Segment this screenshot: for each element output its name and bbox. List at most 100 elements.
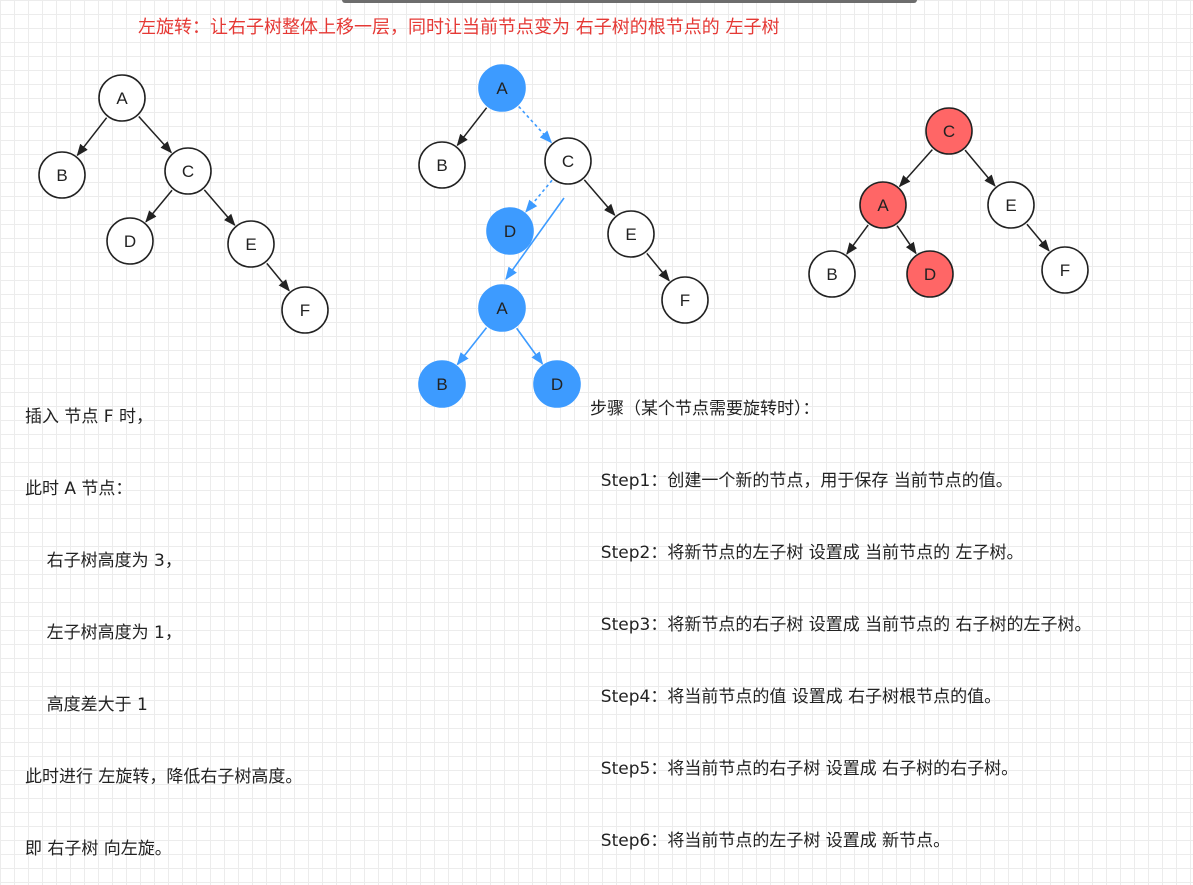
steps-caption: 步骤（某个节点需要旋转时）： Step1：创建一个新的节点，用于保存 当前节点的… xyxy=(590,349,1092,877)
left-caption-line: 右子树高度为 3， xyxy=(25,551,182,571)
diagram-title: 左旋转：让右子树整体上移一层，同时让当前节点变为 右子树的根节点的 左子树 xyxy=(138,17,780,38)
tree-node: D xyxy=(486,207,534,255)
tree-node-circle xyxy=(486,207,534,255)
tree-node-label: B xyxy=(56,166,67,185)
tree-node-circle xyxy=(544,137,592,185)
tree-edge-arrow xyxy=(964,149,996,187)
tree-edge-arrow xyxy=(266,262,290,292)
tree-node-circle xyxy=(987,181,1035,229)
tree-node-label: A xyxy=(877,196,889,215)
tree-node-label: D xyxy=(124,232,136,251)
tree-node: D xyxy=(106,217,154,265)
tree-node-label: D xyxy=(504,222,516,241)
tree-node-label: F xyxy=(680,291,690,310)
left-caption: 插入 节点 F 时， 此时 A 节点： 右子树高度为 3， 左子树高度为 1， … xyxy=(25,357,302,885)
tree-node: E xyxy=(987,181,1035,229)
tree-node-label: E xyxy=(625,225,636,244)
tree-node-label: C xyxy=(562,152,574,171)
left-caption-line: 插入 节点 F 时， xyxy=(25,407,153,427)
rotation-diagram-canvas: A B C D E F A B C D E F A B D C A E B D F xyxy=(38,64,1089,408)
tree-node-circle xyxy=(607,210,655,258)
tree-edge-arrow xyxy=(646,252,670,282)
steps-caption-line: Step5：将当前节点的右子树 设置成 右子树的右子树。 xyxy=(590,759,1019,779)
tree-edge-arrow xyxy=(846,224,869,255)
tree-edge-arrow xyxy=(1026,223,1050,252)
tree-node: B xyxy=(808,250,856,298)
tree-edge-arrow xyxy=(145,189,173,223)
tree-node: B xyxy=(38,151,86,199)
tree-node: C xyxy=(164,147,212,195)
tree-node-circle xyxy=(906,250,954,298)
left-caption-line: 即 右子树 向左旋。 xyxy=(25,839,172,859)
tree-node-circle xyxy=(478,284,526,332)
tree-node-label: D xyxy=(551,375,563,394)
steps-caption-heading: 步骤（某个节点需要旋转时）： xyxy=(590,399,820,419)
tree-node-circle xyxy=(98,74,146,122)
tree-node: B xyxy=(418,141,466,189)
tree-node: D xyxy=(533,360,581,408)
tree-edge-arrow xyxy=(76,117,108,157)
steps-caption-line: Step2：将新节点的左子树 设置成 当前节点的 左子树。 xyxy=(590,543,1024,563)
tree-node-circle xyxy=(38,151,86,199)
tree-edge-arrow xyxy=(518,106,553,144)
left-caption-line: 此时进行 左旋转，降低右子树高度。 xyxy=(25,767,303,787)
tree-node: B xyxy=(418,360,466,408)
tree-node-label: B xyxy=(436,375,447,394)
tree-node-circle xyxy=(859,181,907,229)
left-caption-line: 左子树高度为 1， xyxy=(25,623,182,643)
tree-edge-arrow xyxy=(898,149,933,188)
tree-node-label: A xyxy=(496,79,508,98)
tree-node: C xyxy=(544,137,592,185)
tree-node: E xyxy=(607,210,655,258)
tree-node: A xyxy=(98,74,146,122)
tree-node-circle xyxy=(808,250,856,298)
tree-edge-arrow xyxy=(583,179,616,216)
tree-node: A xyxy=(478,284,526,332)
tree-node-circle xyxy=(106,217,154,265)
steps-caption-line: Step4：将当前节点的值 设置成 右子树根节点的值。 xyxy=(590,687,1002,707)
tree-node: F xyxy=(661,276,709,324)
tree-node: A xyxy=(478,64,526,112)
tree-node-label: B xyxy=(826,265,837,284)
tree-node-circle xyxy=(418,141,466,189)
tree-node-label: A xyxy=(116,89,128,108)
tree-edge-arrow xyxy=(896,225,917,255)
tree-node: F xyxy=(281,286,329,334)
tree-node-circle xyxy=(1041,246,1089,294)
tree-node-circle xyxy=(418,360,466,408)
tree-node-circle xyxy=(533,360,581,408)
tree-node-circle xyxy=(478,64,526,112)
steps-caption-line: Step1：创建一个新的节点，用于保存 当前节点的值。 xyxy=(590,471,1013,491)
tree-node-label: C xyxy=(182,162,194,181)
tree-node-circle xyxy=(281,286,329,334)
tree-node: E xyxy=(227,220,275,268)
tree-node: C xyxy=(925,107,973,155)
tree-node-label: B xyxy=(436,156,447,175)
tree-edge-arrow xyxy=(456,327,488,366)
tree-node-label: F xyxy=(300,301,310,320)
window-top-bar xyxy=(342,0,917,3)
tree-node-label: D xyxy=(924,265,936,284)
tree-node-label: C xyxy=(943,122,955,141)
nodes-layer: A B C D E F A B C D E F A B D C A E B D F xyxy=(38,64,1089,408)
tree-node-circle xyxy=(227,220,275,268)
tree-node-label: E xyxy=(245,235,256,254)
steps-caption-line: Step6：将当前节点的左子树 设置成 新节点。 xyxy=(590,831,951,851)
tree-node-circle xyxy=(661,276,709,324)
tree-node-label: F xyxy=(1060,261,1070,280)
tree-node-label: A xyxy=(496,299,508,318)
tree-node-circle xyxy=(925,107,973,155)
tree-edge-arrow xyxy=(456,107,488,147)
tree-node: F xyxy=(1041,246,1089,294)
tree-node: A xyxy=(859,181,907,229)
left-caption-line: 高度差大于 1 xyxy=(25,695,148,715)
steps-caption-line: Step3：将新节点的右子树 设置成 当前节点的 右子树的左子树。 xyxy=(590,615,1092,635)
tree-edge-arrow xyxy=(505,197,565,281)
tree-edge-arrow xyxy=(516,327,544,365)
tree-edge-arrow xyxy=(138,116,173,154)
edges-layer xyxy=(76,106,1050,366)
tree-node-circle xyxy=(164,147,212,195)
tree-node-label: E xyxy=(1005,196,1016,215)
tree-node: D xyxy=(906,250,954,298)
tree-edge-arrow xyxy=(203,189,236,226)
